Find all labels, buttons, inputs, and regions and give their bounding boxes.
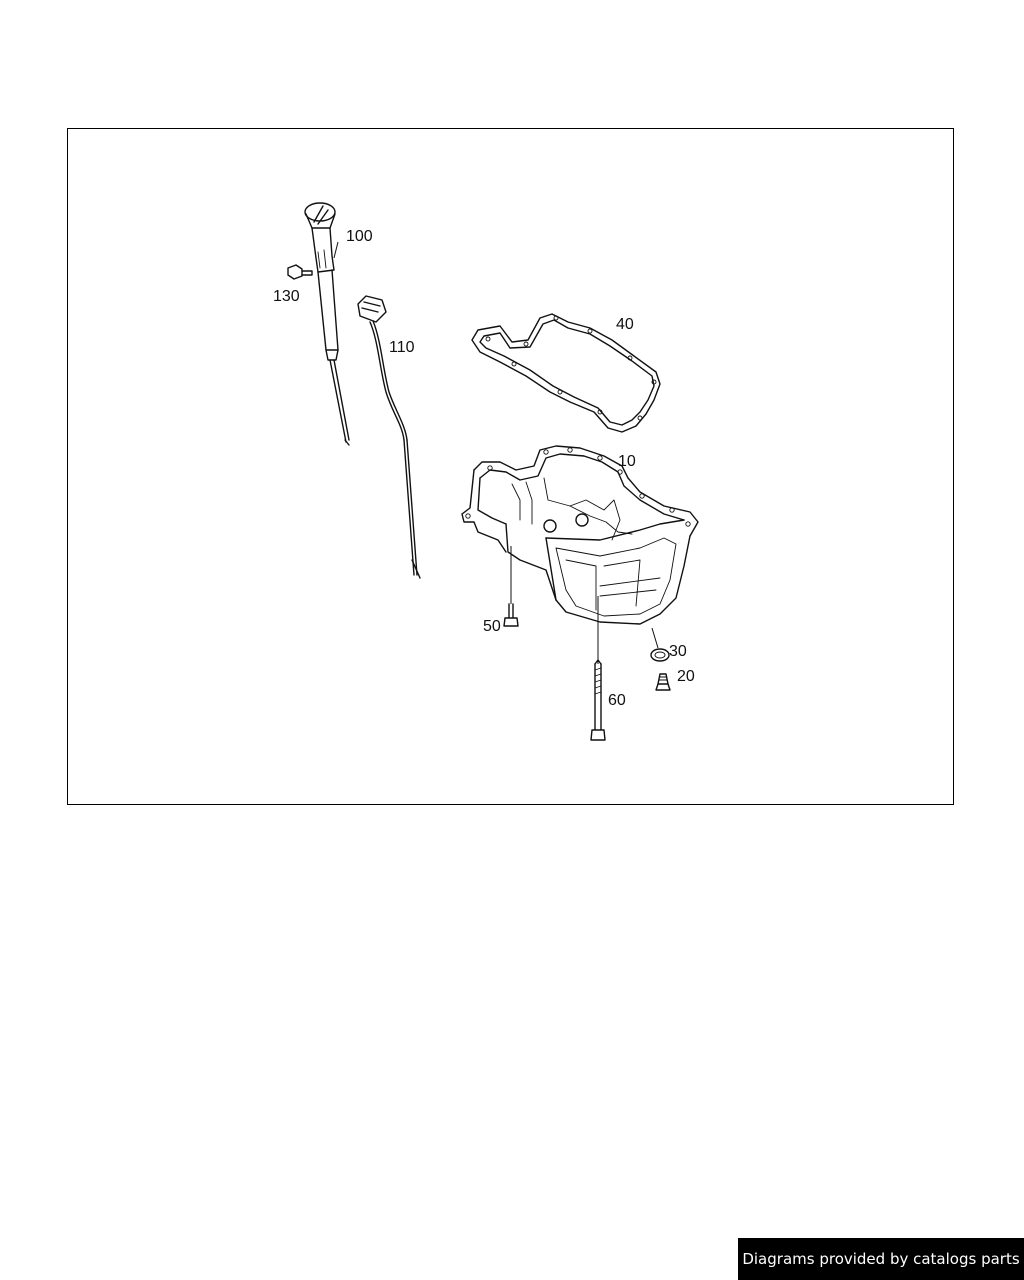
callout-130: 130 [273,288,300,305]
part-40-oil-pan-gasket[interactable] [471,313,661,433]
callout-30: 30 [669,643,687,660]
callout-60: 60 [608,692,626,709]
part-60-long-bolt[interactable] [590,659,606,741]
callout-40: 40 [616,316,634,333]
callout-20: 20 [677,668,695,685]
credit-banner: Diagrams provided by catalogs parts [738,1238,1024,1280]
callout-100: 100 [346,228,373,245]
callout-110: 110 [389,339,415,356]
part-30-seal-ring[interactable] [650,648,670,662]
part-50-bolt[interactable] [503,603,519,627]
callout-50: 50 [483,618,501,635]
part-20-drain-plug[interactable] [655,673,671,691]
leader-lines [333,241,659,664]
part-110-dipstick[interactable] [357,295,421,579]
part-130-bolt[interactable] [287,264,313,280]
part-10-oil-pan[interactable] [461,445,699,625]
callout-10: 10 [618,453,636,470]
part-100-dipstick-tube[interactable] [304,202,350,446]
